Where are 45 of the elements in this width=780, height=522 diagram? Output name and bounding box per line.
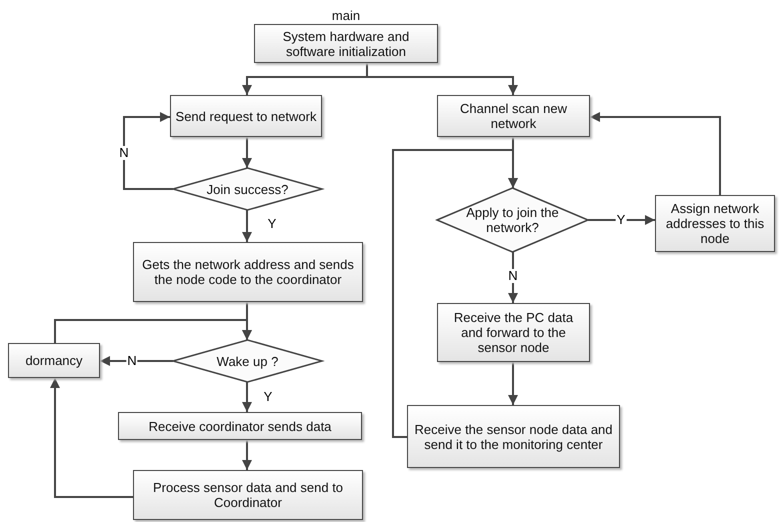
arrow <box>242 137 252 168</box>
node-text: Receive coordinator sends data <box>148 418 332 434</box>
edge-label: N <box>507 269 519 283</box>
arrow <box>242 382 252 412</box>
process-box <box>133 470 363 520</box>
process-box <box>407 405 620 468</box>
edge-label: Y <box>262 390 274 404</box>
arrow <box>100 356 173 366</box>
process-box <box>133 242 363 302</box>
node-text: Channel scan new network <box>459 101 568 131</box>
arrow <box>508 252 518 303</box>
node-text: Wake up ? <box>216 354 278 368</box>
decision-diamond <box>437 188 588 252</box>
arrow <box>508 362 518 405</box>
edge-label: N <box>126 354 138 368</box>
process-box <box>8 343 100 378</box>
node-text: Apply to join the network? <box>465 205 560 235</box>
arrow <box>392 149 518 438</box>
node-text: Join success? <box>206 182 288 196</box>
process-box <box>170 95 322 137</box>
node-text: Receive the sensor node data and send it to the monitoring center <box>413 422 614 452</box>
edge-label: N <box>118 146 130 160</box>
process-box <box>437 95 590 137</box>
process-box <box>437 303 590 362</box>
decision-diamond <box>173 168 322 210</box>
node-text: dormancy <box>25 353 83 368</box>
node-text: Gets the network address and sends the node code to the coordinator <box>141 257 355 287</box>
node-text: Send request to network <box>176 108 316 124</box>
edge-label: Y <box>266 217 278 231</box>
arrow <box>242 440 252 470</box>
node-text: Process sensor data and send to Coordinator <box>152 480 344 510</box>
heading: main <box>330 8 362 23</box>
edge-label: Y <box>616 213 626 227</box>
arrow <box>54 319 252 343</box>
arrow <box>50 378 133 498</box>
arrow <box>123 112 173 190</box>
process-box <box>118 412 362 440</box>
arrow <box>590 112 721 195</box>
node-text: Assign network addresses to this node <box>664 201 766 246</box>
arrow <box>588 215 655 225</box>
node-text: Receive the PC data and forward to the sensor node <box>452 310 574 355</box>
node-text: System hardware and software initialization <box>282 28 410 58</box>
arrow <box>242 210 252 242</box>
decision-diamond <box>173 340 322 382</box>
process-box <box>655 195 775 252</box>
